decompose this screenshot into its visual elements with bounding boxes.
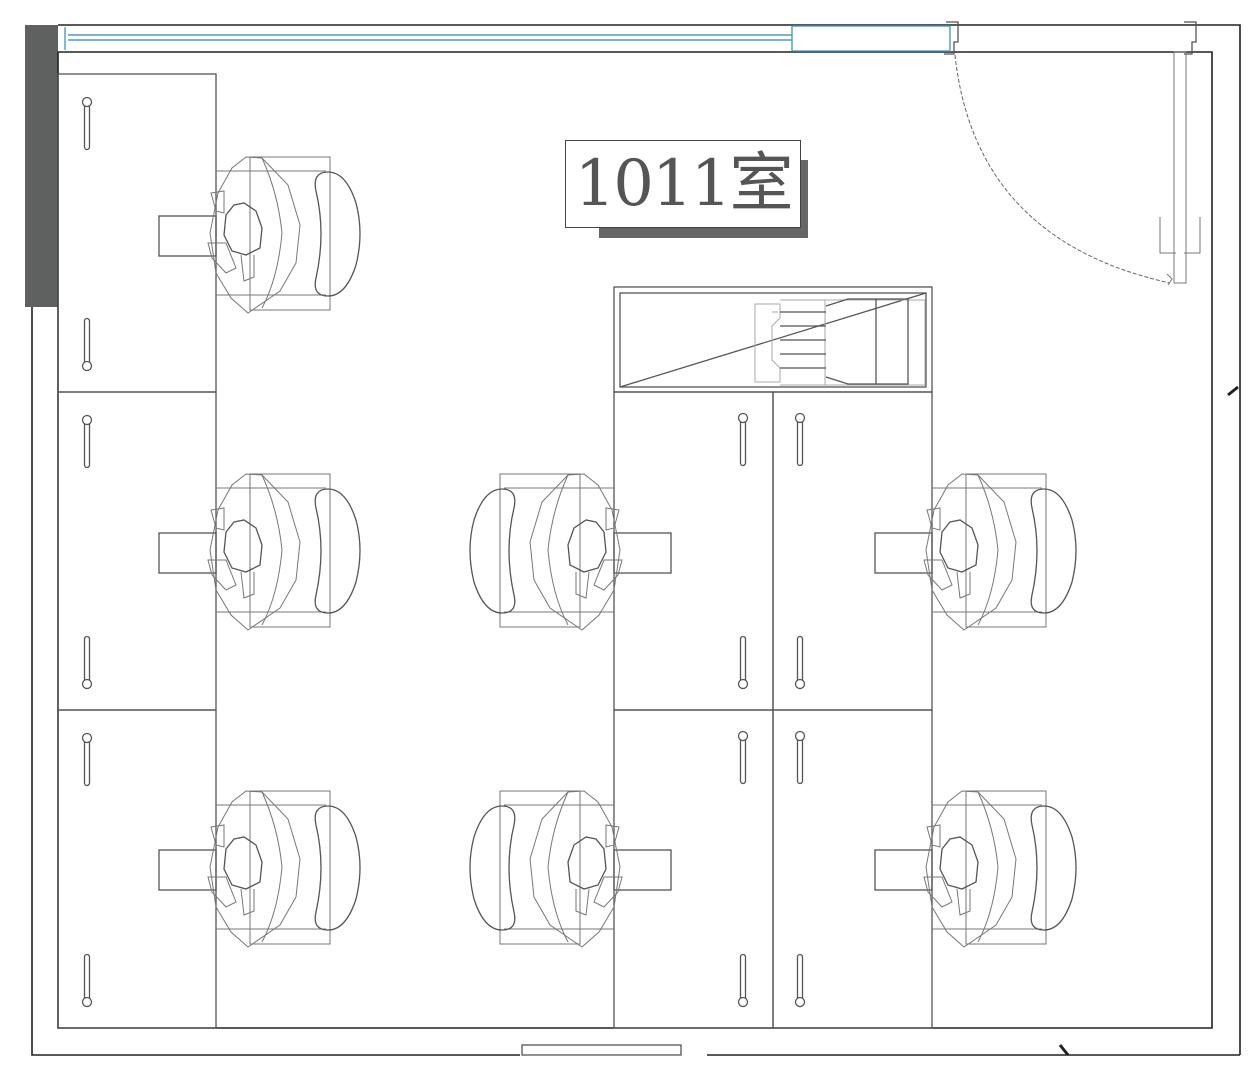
workstation	[874, 473, 1077, 631]
window	[64, 25, 951, 52]
workstation	[874, 790, 1077, 948]
workstation	[158, 473, 361, 631]
workstation	[469, 790, 672, 948]
workstation	[469, 473, 672, 631]
door	[944, 21, 1201, 286]
walls	[25, 24, 1241, 1056]
room-label: 1011室	[565, 140, 801, 228]
workstation	[158, 156, 361, 314]
bottom-opening	[521, 1044, 682, 1056]
workstation	[158, 790, 361, 948]
printer-cabinet	[613, 286, 933, 393]
workstations	[158, 156, 1077, 948]
column	[25, 25, 58, 307]
